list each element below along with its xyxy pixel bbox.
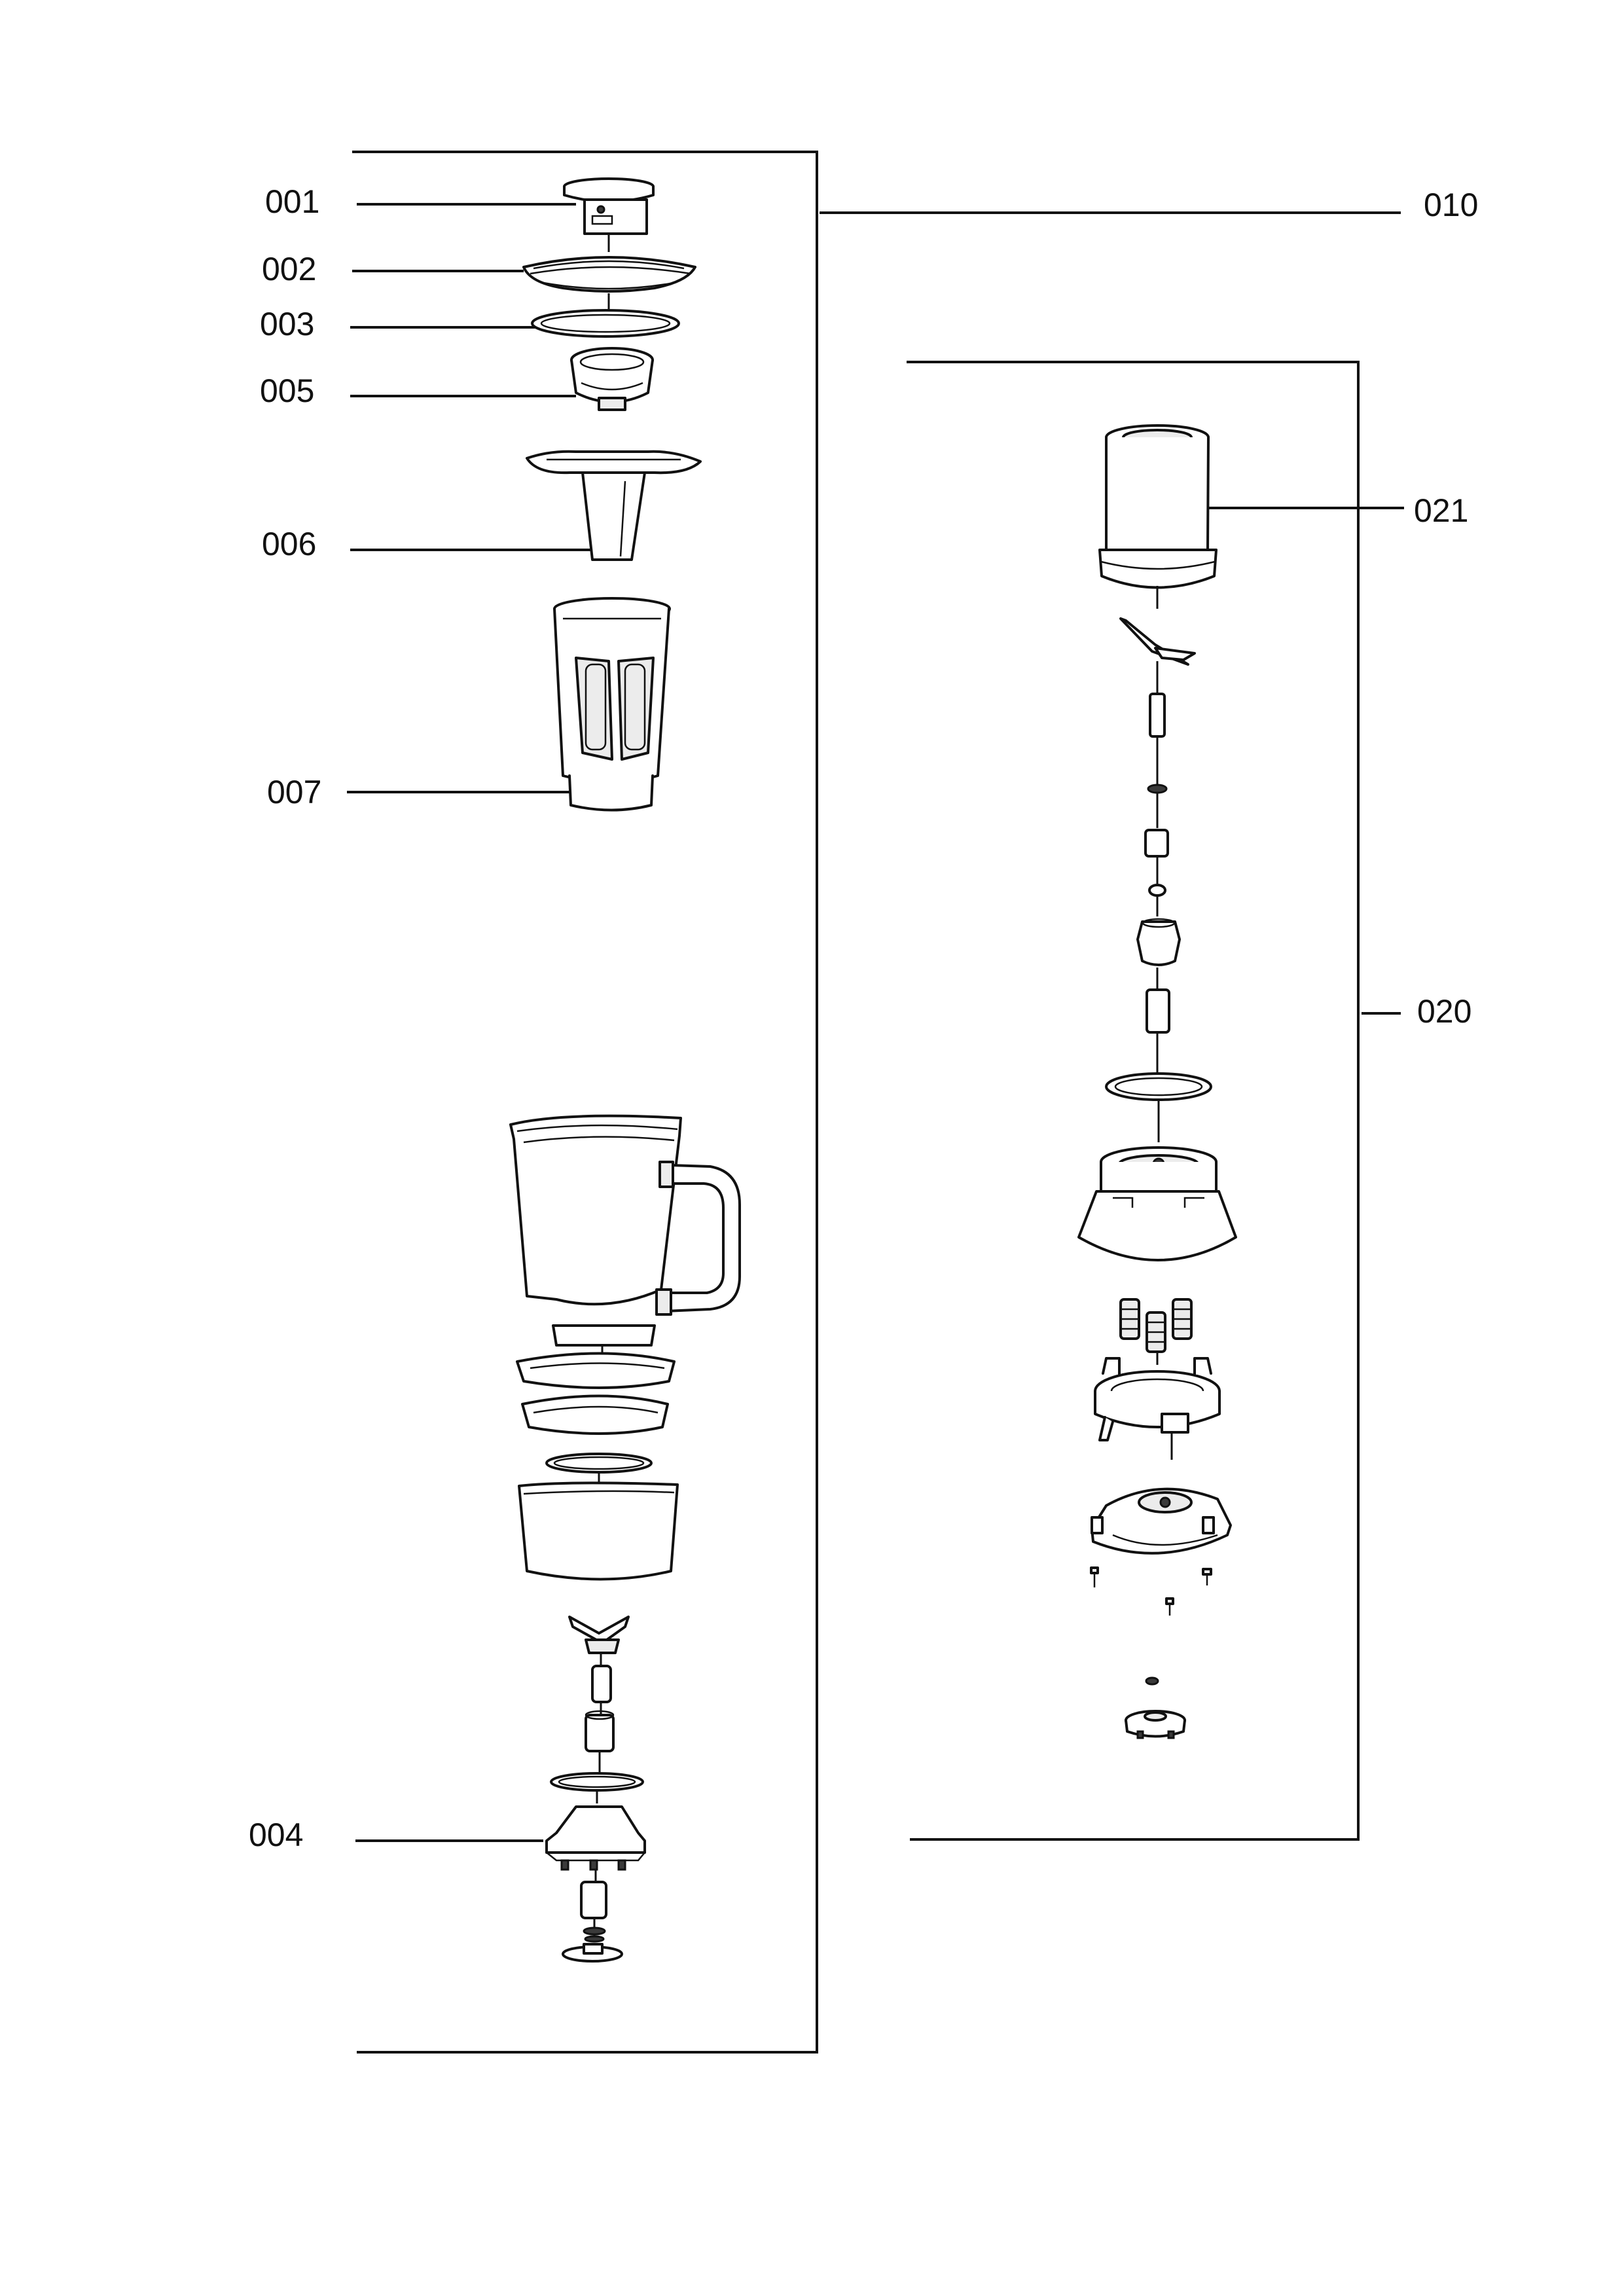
assembly-010-bracket [352, 151, 1401, 2054]
label-001: 001 [265, 183, 319, 220]
part-004-blade-assembly [545, 1616, 646, 1963]
part-020-drive-coupler [1125, 1676, 1186, 1739]
part-jug [509, 1114, 741, 1362]
part-006-funnel [526, 450, 702, 561]
part-005-insert [570, 347, 654, 411]
label-003: 003 [260, 306, 314, 342]
part-020-blade-base [1077, 1146, 1237, 1261]
part-020-bottom-cover [1090, 1487, 1232, 1616]
part-001-cap [563, 177, 655, 252]
part-020-blade-stack [1105, 617, 1212, 1142]
part-007-strainer [553, 597, 671, 812]
part-021-cup [1098, 424, 1218, 609]
label-005: 005 [260, 372, 314, 409]
assembly-020-bracket [907, 361, 1401, 1841]
label-010: 010 [1424, 187, 1478, 223]
part-002-lid [522, 256, 696, 316]
label-020: 020 [1417, 993, 1471, 1030]
part-003-seal-ring [531, 309, 680, 338]
label-002: 002 [262, 251, 316, 287]
label-004: 004 [249, 1817, 303, 1853]
part-020-springs [1119, 1298, 1193, 1365]
label-007: 007 [267, 774, 321, 810]
label-006: 006 [262, 526, 316, 562]
label-021: 021 [1414, 492, 1468, 529]
part-020-locking-ring [1094, 1357, 1221, 1460]
leader-lines-left [347, 203, 592, 1842]
part-jug-base-seals [516, 1352, 679, 1581]
